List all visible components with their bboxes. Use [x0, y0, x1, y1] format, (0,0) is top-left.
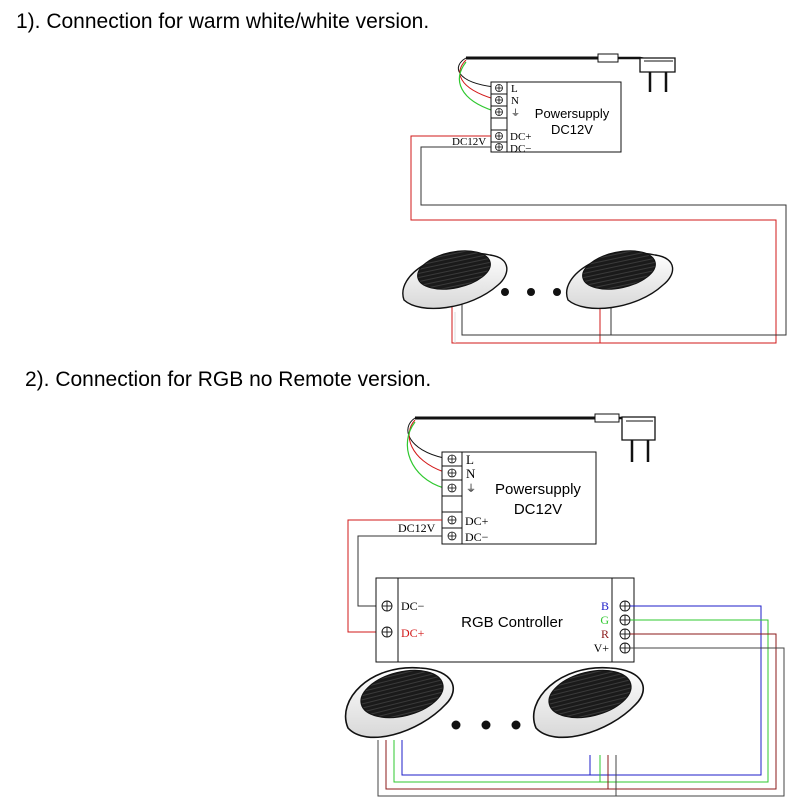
pool-lamp-1b [565, 250, 674, 310]
pool-lamp-2b [533, 667, 645, 739]
psu-label-line2: DC12V [551, 122, 593, 137]
controller-out-g-label: G [600, 613, 609, 627]
psu-label-line2-2: DC12V [514, 501, 562, 518]
mains-plug-1 [466, 53, 676, 92]
mains-plug-2 [415, 413, 656, 462]
pool-lamp-2a [344, 667, 455, 739]
power-supply-1: L N ⏚ DC+ DC− Powersupply DC12V [490, 81, 622, 155]
section1-heading: 1). Connection for warm white/white vers… [16, 10, 430, 33]
terminal-dcminus-label: DC− [510, 143, 531, 155]
terminal-dcplus-label-2: DC+ [465, 514, 489, 528]
terminal-dcminus-label-2: DC− [465, 530, 489, 544]
power-supply-2: L N ⏚ DC+ DC− Powersupply DC12V [441, 451, 597, 545]
section2-heading: 2). Connection for RGB no Remote version… [25, 368, 432, 391]
controller-dcplus-label: DC+ [401, 626, 425, 640]
section1-diagram: L N ⏚ DC+ DC− Powersupply DC12V DC12V [402, 53, 787, 344]
controller-dcminus-label: DC− [401, 599, 425, 613]
terminal-earth-label: ⏚ [511, 108, 520, 118]
controller-out-r-label: R [601, 627, 609, 641]
terminal-n-label: N [511, 95, 519, 107]
controller-out-v-label: V+ [594, 641, 610, 655]
voltage-label-2: DC12V [398, 521, 436, 535]
voltage-label-1: DC12V [452, 136, 486, 148]
terminal-l-label-2: L [466, 452, 474, 467]
ellipsis-dots-2 [451, 720, 521, 730]
pool-lamp-1a [402, 250, 508, 310]
terminal-l-label: L [511, 83, 518, 95]
ellipsis-dots-1 [501, 288, 561, 296]
rgb-controller: DC− DC+ RGB Controller B G R V+ [375, 577, 635, 663]
psu-label-line1: Powersupply [535, 106, 610, 121]
terminal-earth-label-2: ⏚ [466, 483, 476, 495]
psu-label-line1-2: Powersupply [495, 481, 581, 498]
controller-out-b-label: B [601, 599, 609, 613]
terminal-n-label-2: N [466, 466, 476, 481]
terminal-dcplus-label: DC+ [510, 131, 531, 143]
section2-diagram: L N ⏚ DC+ DC− Powersupply DC12V DC12V [344, 413, 785, 797]
controller-title: RGB Controller [461, 614, 563, 631]
